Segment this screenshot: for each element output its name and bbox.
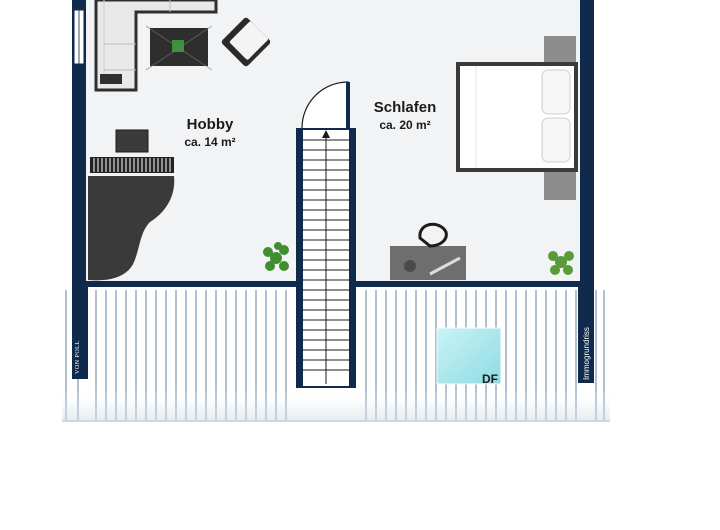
room-label-hobby: Hobby ca. 14 m² [160, 116, 260, 149]
coffee-table [145, 25, 213, 71]
desk-chair [418, 222, 448, 248]
skylight-label: DF [482, 372, 498, 386]
room-label-schlafen: Schlafen ca. 20 m² [355, 99, 455, 132]
watermark-text: Immogrundriss [582, 327, 591, 380]
plant-left [263, 242, 289, 271]
room-area-hobby: ca. 14 m² [184, 135, 236, 149]
plant-right [548, 251, 574, 275]
skylight [436, 327, 502, 385]
monitor [115, 129, 149, 153]
bed [456, 36, 578, 200]
staircase [296, 128, 356, 388]
door-swing [301, 81, 349, 129]
room-name-schlafen: Schlafen [373, 99, 437, 116]
room-area-schlafen: ca. 20 m² [379, 118, 431, 132]
sofa [94, 0, 218, 92]
armchair [221, 17, 271, 67]
grand-piano [88, 157, 175, 281]
desk [390, 246, 466, 280]
room-name-hobby: Hobby [186, 116, 234, 133]
brand-logo: VON POLL [75, 340, 81, 375]
